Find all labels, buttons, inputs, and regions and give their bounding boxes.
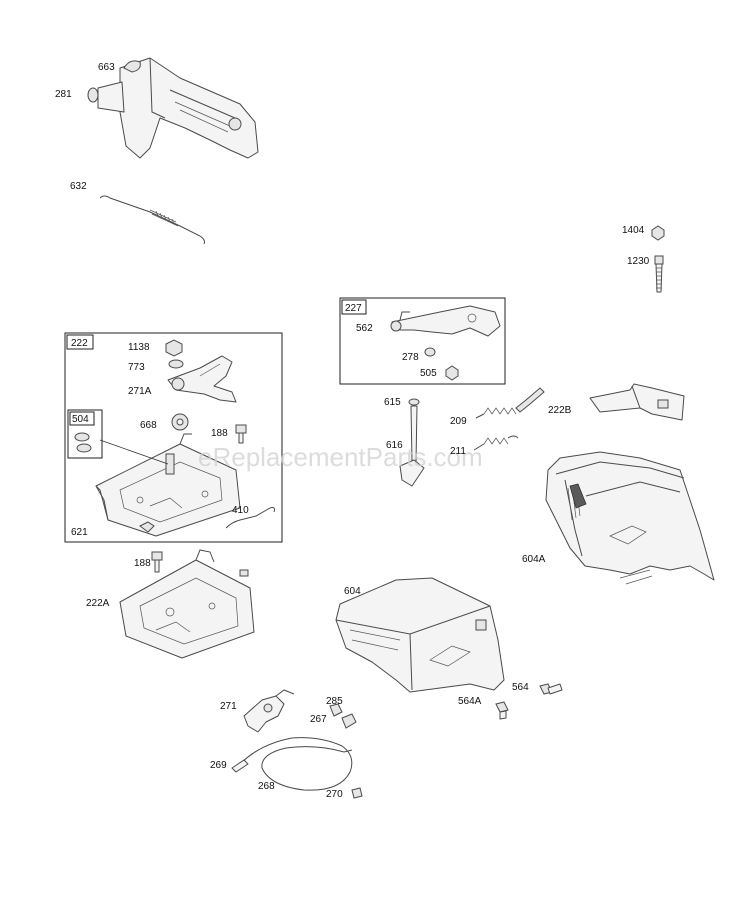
label-604A: 604A	[522, 554, 546, 565]
part-668-gear	[171, 413, 189, 431]
label-269: 269	[210, 760, 227, 771]
label-564A: 564A	[458, 696, 482, 707]
label-1230: 1230	[627, 256, 650, 267]
kit-222-box	[64, 332, 283, 543]
part-604-housing	[335, 577, 505, 693]
part-562-lever	[390, 305, 501, 337]
part-285-clip	[329, 703, 343, 717]
label-188b: 188	[134, 558, 151, 569]
part-621-base-plate	[95, 433, 241, 537]
kit-504-box	[67, 409, 103, 459]
label-188a: 188	[211, 428, 228, 439]
label-1404: 1404	[622, 225, 645, 236]
part-632-governor-link	[99, 195, 205, 245]
watermark: eReplacementParts.com	[198, 442, 483, 472]
part-278-washer	[424, 347, 436, 357]
part-615-washer	[408, 398, 420, 406]
label-271A: 271A	[128, 386, 152, 397]
label-504: 504	[72, 414, 89, 425]
part-209-spring	[475, 387, 545, 419]
part-616-shaft	[399, 405, 425, 487]
part-564-screw	[539, 683, 563, 695]
part-663-clip	[123, 60, 141, 73]
label-267: 267	[310, 714, 327, 725]
part-267-clamp	[341, 713, 357, 729]
label-271: 271	[220, 701, 237, 712]
label-211: 211	[450, 446, 466, 457]
label-505: 505	[420, 368, 437, 379]
part-222A-mounting-plate	[119, 549, 255, 659]
part-564A-screw	[495, 701, 509, 720]
part-410-spring	[225, 507, 275, 529]
label-621: 621	[71, 527, 88, 538]
label-222: 222	[71, 338, 88, 349]
part-268-cable	[239, 737, 353, 791]
label-562: 562	[356, 323, 373, 334]
label-668: 668	[140, 420, 157, 431]
label-268: 268	[258, 781, 275, 792]
part-1138-nut	[165, 339, 183, 357]
label-222A: 222A	[86, 598, 110, 609]
part-504-washers	[74, 432, 92, 453]
label-604: 604	[344, 586, 361, 597]
label-227: 227	[345, 303, 362, 314]
part-1230-stud	[654, 255, 664, 293]
part-211-spring	[473, 435, 519, 451]
label-281: 281	[55, 89, 72, 100]
part-271A-lever	[167, 355, 237, 403]
part-773-washer	[168, 359, 184, 369]
label-270: 270	[326, 789, 343, 800]
kit-227-box	[339, 297, 506, 385]
label-278: 278	[402, 352, 419, 363]
part-270-clip	[351, 787, 363, 799]
label-564: 564	[512, 682, 529, 693]
part-281-control-bracket	[87, 57, 259, 159]
part-269-cable-end	[231, 759, 249, 773]
part-271-control-lever	[243, 689, 295, 733]
kit-504-tag	[69, 411, 95, 426]
label-632: 632	[70, 181, 87, 192]
part-604A-blower-housing	[545, 451, 715, 585]
label-1138: 1138	[128, 342, 150, 353]
label-410: 410	[232, 505, 249, 516]
label-209: 209	[450, 416, 467, 427]
label-663: 663	[98, 62, 115, 73]
label-615: 615	[384, 397, 401, 408]
part-1404-nut	[651, 225, 665, 241]
part-505-nut	[445, 365, 459, 381]
label-616: 616	[386, 440, 403, 451]
label-285: 285	[326, 696, 343, 707]
part-222B-bracket	[589, 383, 685, 421]
kit-227-tag	[341, 299, 367, 315]
label-773: 773	[128, 362, 145, 373]
label-222B: 222B	[548, 405, 572, 416]
part-188a-screw	[235, 424, 247, 444]
kit-222-tag	[66, 334, 94, 350]
part-188b-screw	[151, 551, 163, 573]
